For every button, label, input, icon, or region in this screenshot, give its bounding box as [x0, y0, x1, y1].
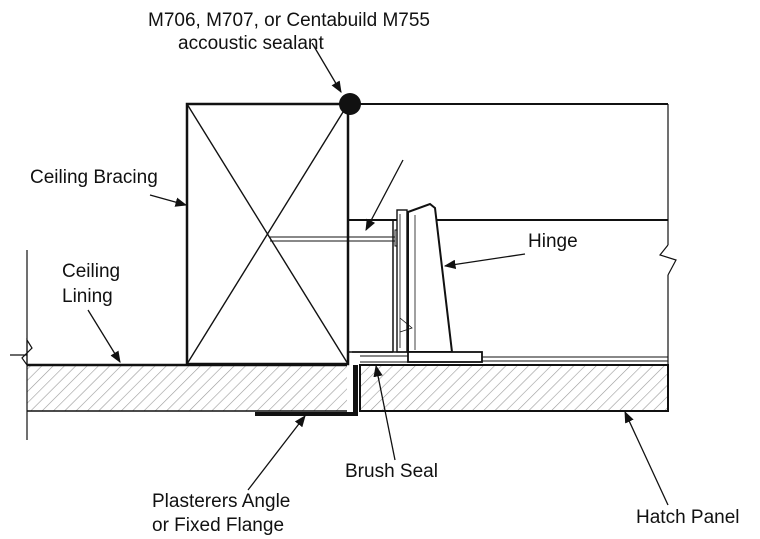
ceiling-lining-label-line1: Ceiling: [62, 261, 121, 282]
sealant-label-line2: accoustic sealant: [178, 33, 324, 54]
plasterers-angle-label-line2: or Fixed Flange: [152, 515, 285, 536]
leader-lines: [87, 42, 669, 506]
break-line-right: [658, 244, 677, 276]
hatch-panel-label: Hatch Panel: [636, 507, 740, 528]
break-line-left: [10, 337, 33, 367]
ceiling-lining: [26, 250, 347, 440]
brush-seal: [352, 351, 668, 363]
brush-seal-label: Brush Seal: [345, 461, 438, 482]
hinge-label: Hinge: [528, 231, 578, 252]
ceiling-bracing-label: Ceiling Bracing: [30, 167, 158, 188]
hatch-panel: [359, 364, 669, 412]
plasterers-angle-label-line1: Plasterers Angle: [152, 491, 291, 512]
ceiling-bracing-box: [185, 102, 350, 366]
acoustic-sealant: [339, 93, 361, 115]
ceiling-lining-label-line2: Lining: [62, 286, 113, 307]
sealant-label-line1: M706, M707, or Centabuild M755: [148, 10, 430, 31]
hinge: [396, 202, 454, 353]
